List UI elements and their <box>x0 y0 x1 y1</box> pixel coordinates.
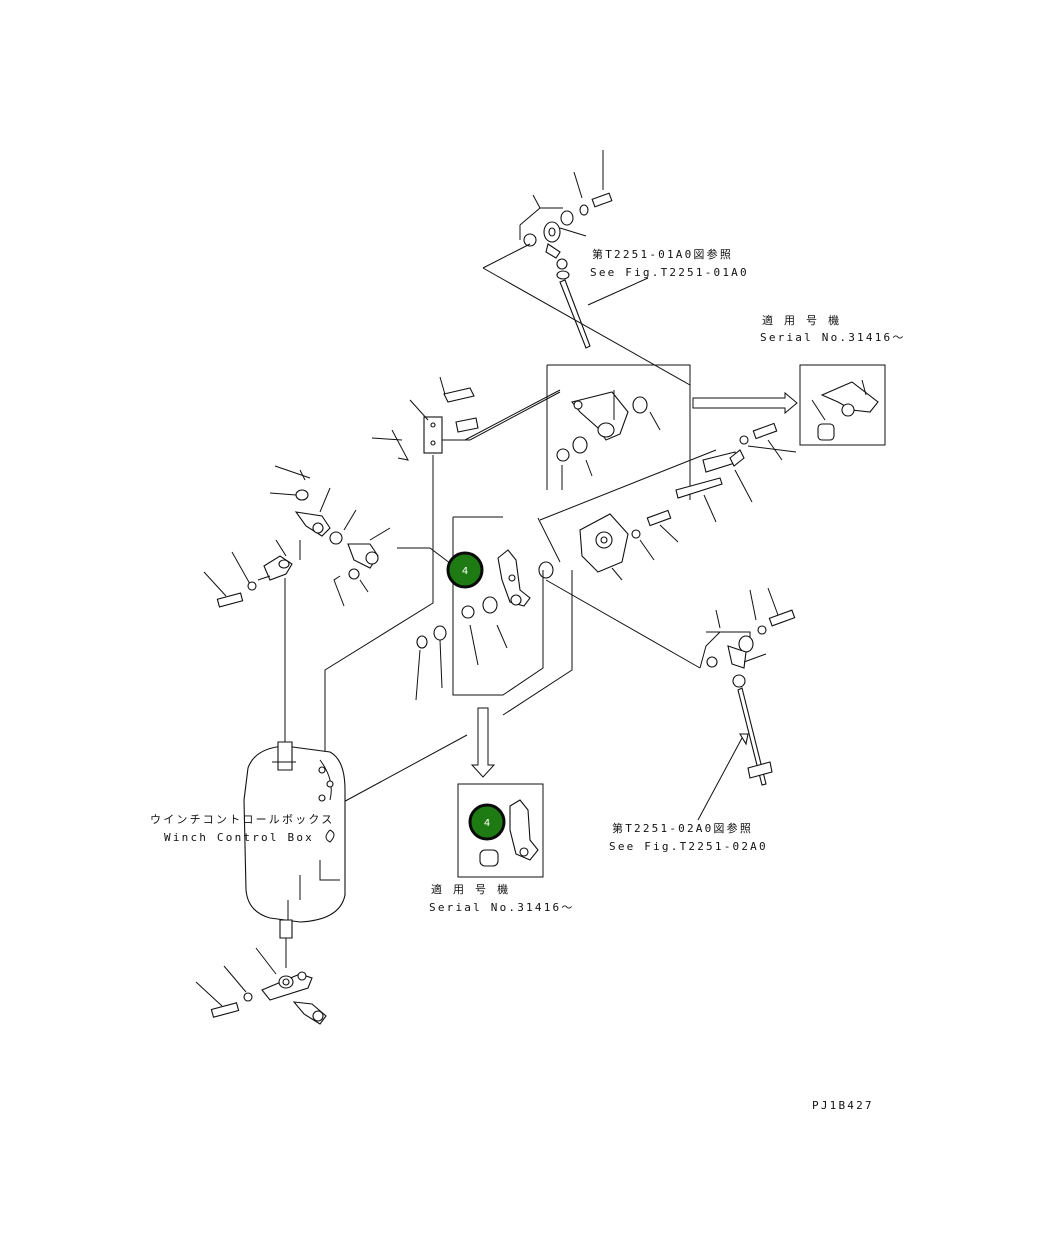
down-arrow <box>470 707 496 778</box>
ref-top-en: See Fig.T2251-01A0 <box>590 266 749 279</box>
callout-marker-bottom[interactable]: 4 <box>468 803 506 841</box>
serial-bottom-jp: 適 用 号 機 <box>431 882 510 896</box>
winch-control-box <box>243 741 346 968</box>
serial-box-bottom <box>457 783 544 878</box>
serial-box-right <box>799 364 886 446</box>
connector-lines <box>284 570 701 806</box>
serial-bottom-en: Serial No.31416～ <box>429 901 575 914</box>
drawing-code: PJ1B427 <box>812 1099 874 1112</box>
callout-marker-center[interactable]: 4 <box>446 551 484 589</box>
upper-lever-group <box>464 364 691 500</box>
top-rod-assembly <box>482 150 691 386</box>
ref-bottom-jp: 第T2251-02A0図参照 <box>612 821 753 835</box>
ref-bottom-en: See Fig.T2251-02A0 <box>609 840 768 853</box>
serial-right-jp: 適 用 号 機 <box>762 313 841 327</box>
ref-top-jp: 第T2251-01A0図参照 <box>592 247 733 261</box>
left-bracket <box>324 376 561 760</box>
callout-number: 4 <box>484 818 490 829</box>
winch-label-jp: ウインチコントロールボックス <box>150 813 334 826</box>
right-arrow <box>692 391 798 415</box>
right-rod-assembly <box>697 587 796 821</box>
callout-number: 4 <box>462 566 468 577</box>
snap-rings <box>415 625 447 701</box>
center-bracket <box>537 509 679 581</box>
winch-label-en: Winch Control Box <box>164 831 314 844</box>
left-linkage <box>203 465 464 608</box>
bottom-linkage <box>195 947 327 1025</box>
serial-right-en: Serial No.31416～ <box>760 331 906 344</box>
center-lever-group <box>452 516 544 696</box>
shaft-assembly <box>539 422 797 523</box>
